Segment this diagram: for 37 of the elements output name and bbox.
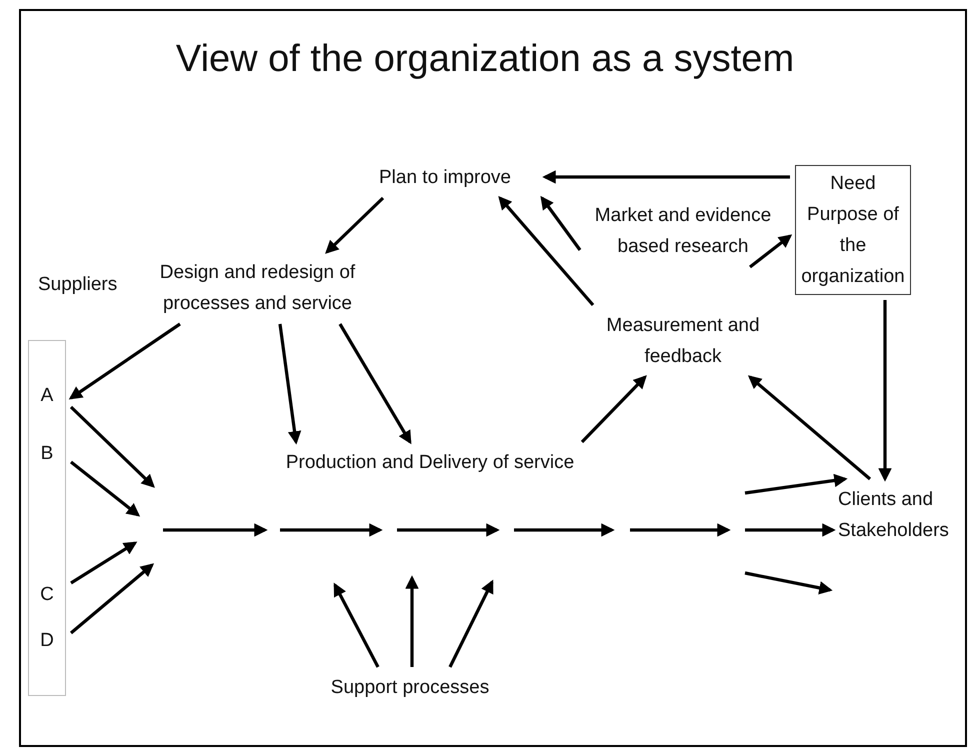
arrow (325, 196, 384, 254)
arrow (338, 323, 412, 444)
group-label: Suppliers (38, 274, 118, 296)
arrow (448, 580, 494, 668)
arrow (745, 523, 836, 537)
arrow (749, 234, 792, 268)
supplier-letter: C (39, 584, 55, 606)
supplier-letter: A (40, 385, 54, 407)
arrow (68, 322, 181, 400)
arrow (278, 324, 302, 445)
arrow (70, 563, 154, 634)
arrow (70, 460, 140, 517)
arrow (498, 196, 594, 306)
node-label: Support processes (330, 676, 490, 700)
node-label: Plan to improve (378, 166, 512, 190)
node-label: Need (829, 172, 877, 196)
arrow (878, 300, 892, 482)
node-label: Clients and Stakeholders (838, 488, 950, 543)
title: View of the organization as a system (174, 38, 796, 81)
node-label: Design and redesign of processes and service (158, 261, 356, 316)
node-label: Market and evidence based research (594, 204, 772, 259)
node-label: Production and Delivery of service (284, 451, 576, 475)
supplier-letter: B (40, 443, 54, 465)
arrow (70, 406, 155, 488)
node-label: Purpose of the organization (800, 203, 906, 289)
arrow (405, 575, 419, 667)
arrow (744, 474, 848, 495)
arrow (540, 196, 582, 251)
supplier-box (28, 340, 66, 696)
arrow (334, 582, 380, 668)
supplier-letter: D (39, 630, 55, 652)
node-label: Measurement and feedback (605, 314, 761, 369)
arrow (748, 375, 872, 480)
arrow (70, 542, 138, 584)
arrow (580, 375, 647, 444)
arrow (542, 170, 790, 184)
purpose-box (795, 165, 911, 295)
